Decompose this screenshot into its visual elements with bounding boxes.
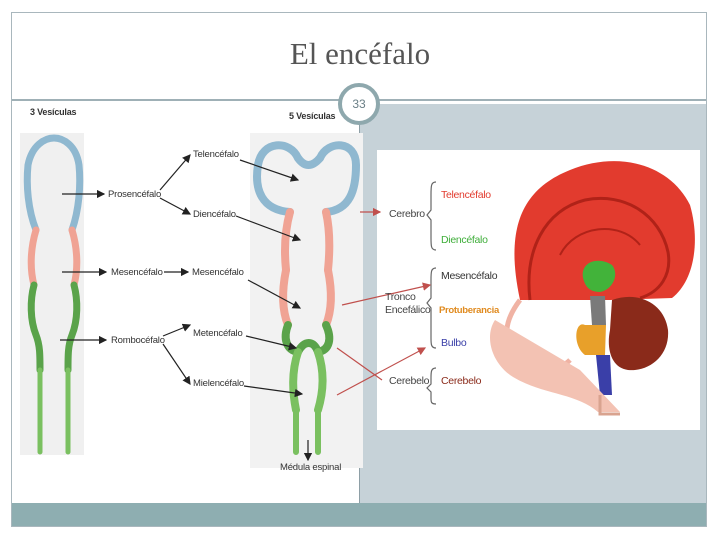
three-vesicle-tube <box>23 134 84 455</box>
myelencephalon-label: Mielencéfalo <box>193 378 244 389</box>
mesencephalon-secondary-label: Mesencéfalo <box>192 267 244 278</box>
slide-frame <box>11 12 707 527</box>
diencephalon-label: Diencéfalo <box>193 209 236 220</box>
primary-arrows <box>60 189 108 345</box>
spinal-cord-label: Médula espinal <box>280 462 342 473</box>
prosencephalon-label: Prosencéfalo <box>108 189 162 200</box>
tube-arrows <box>235 159 313 462</box>
cerebellum-group-label: Cerebelo <box>389 375 430 387</box>
telencephalon-label: Telencéfalo <box>193 149 239 160</box>
pons-part-label: Protuberancia <box>439 305 499 316</box>
cerebellum-part-label: Cerebelo <box>441 375 482 387</box>
slide-number: 33 <box>338 83 380 125</box>
brainstem-group-label: Tronco Encefálico <box>385 291 431 316</box>
five-vesicles-header: 5 Vesículas <box>289 111 336 121</box>
diencephalon-part-label: Diencéfalo <box>441 234 488 246</box>
secondary-arrows <box>159 154 192 385</box>
cerebrum-group-label: Cerebro <box>389 208 425 220</box>
slide-title: El encéfalo <box>289 36 431 71</box>
brain-brackets <box>426 181 437 405</box>
bottom-band <box>12 503 706 526</box>
connector-arrows <box>336 207 432 396</box>
metencephalon-label: Metencéfalo <box>193 328 243 339</box>
telencephalon-part-label: Telencéfalo <box>441 189 491 201</box>
three-vesicles-header: 3 Vesículas <box>30 107 77 117</box>
mesencephalon-primary-label: Mesencéfalo <box>111 267 163 278</box>
five-vesicle-panel <box>250 133 363 468</box>
mesencephalon-part-label: Mesencéfalo <box>441 270 498 282</box>
brain-drawing <box>377 150 700 430</box>
rhombencephalon-label: Rombocéfalo <box>111 335 165 346</box>
medulla-part-label: Bulbo <box>441 337 467 349</box>
five-vesicle-tube <box>253 141 361 455</box>
